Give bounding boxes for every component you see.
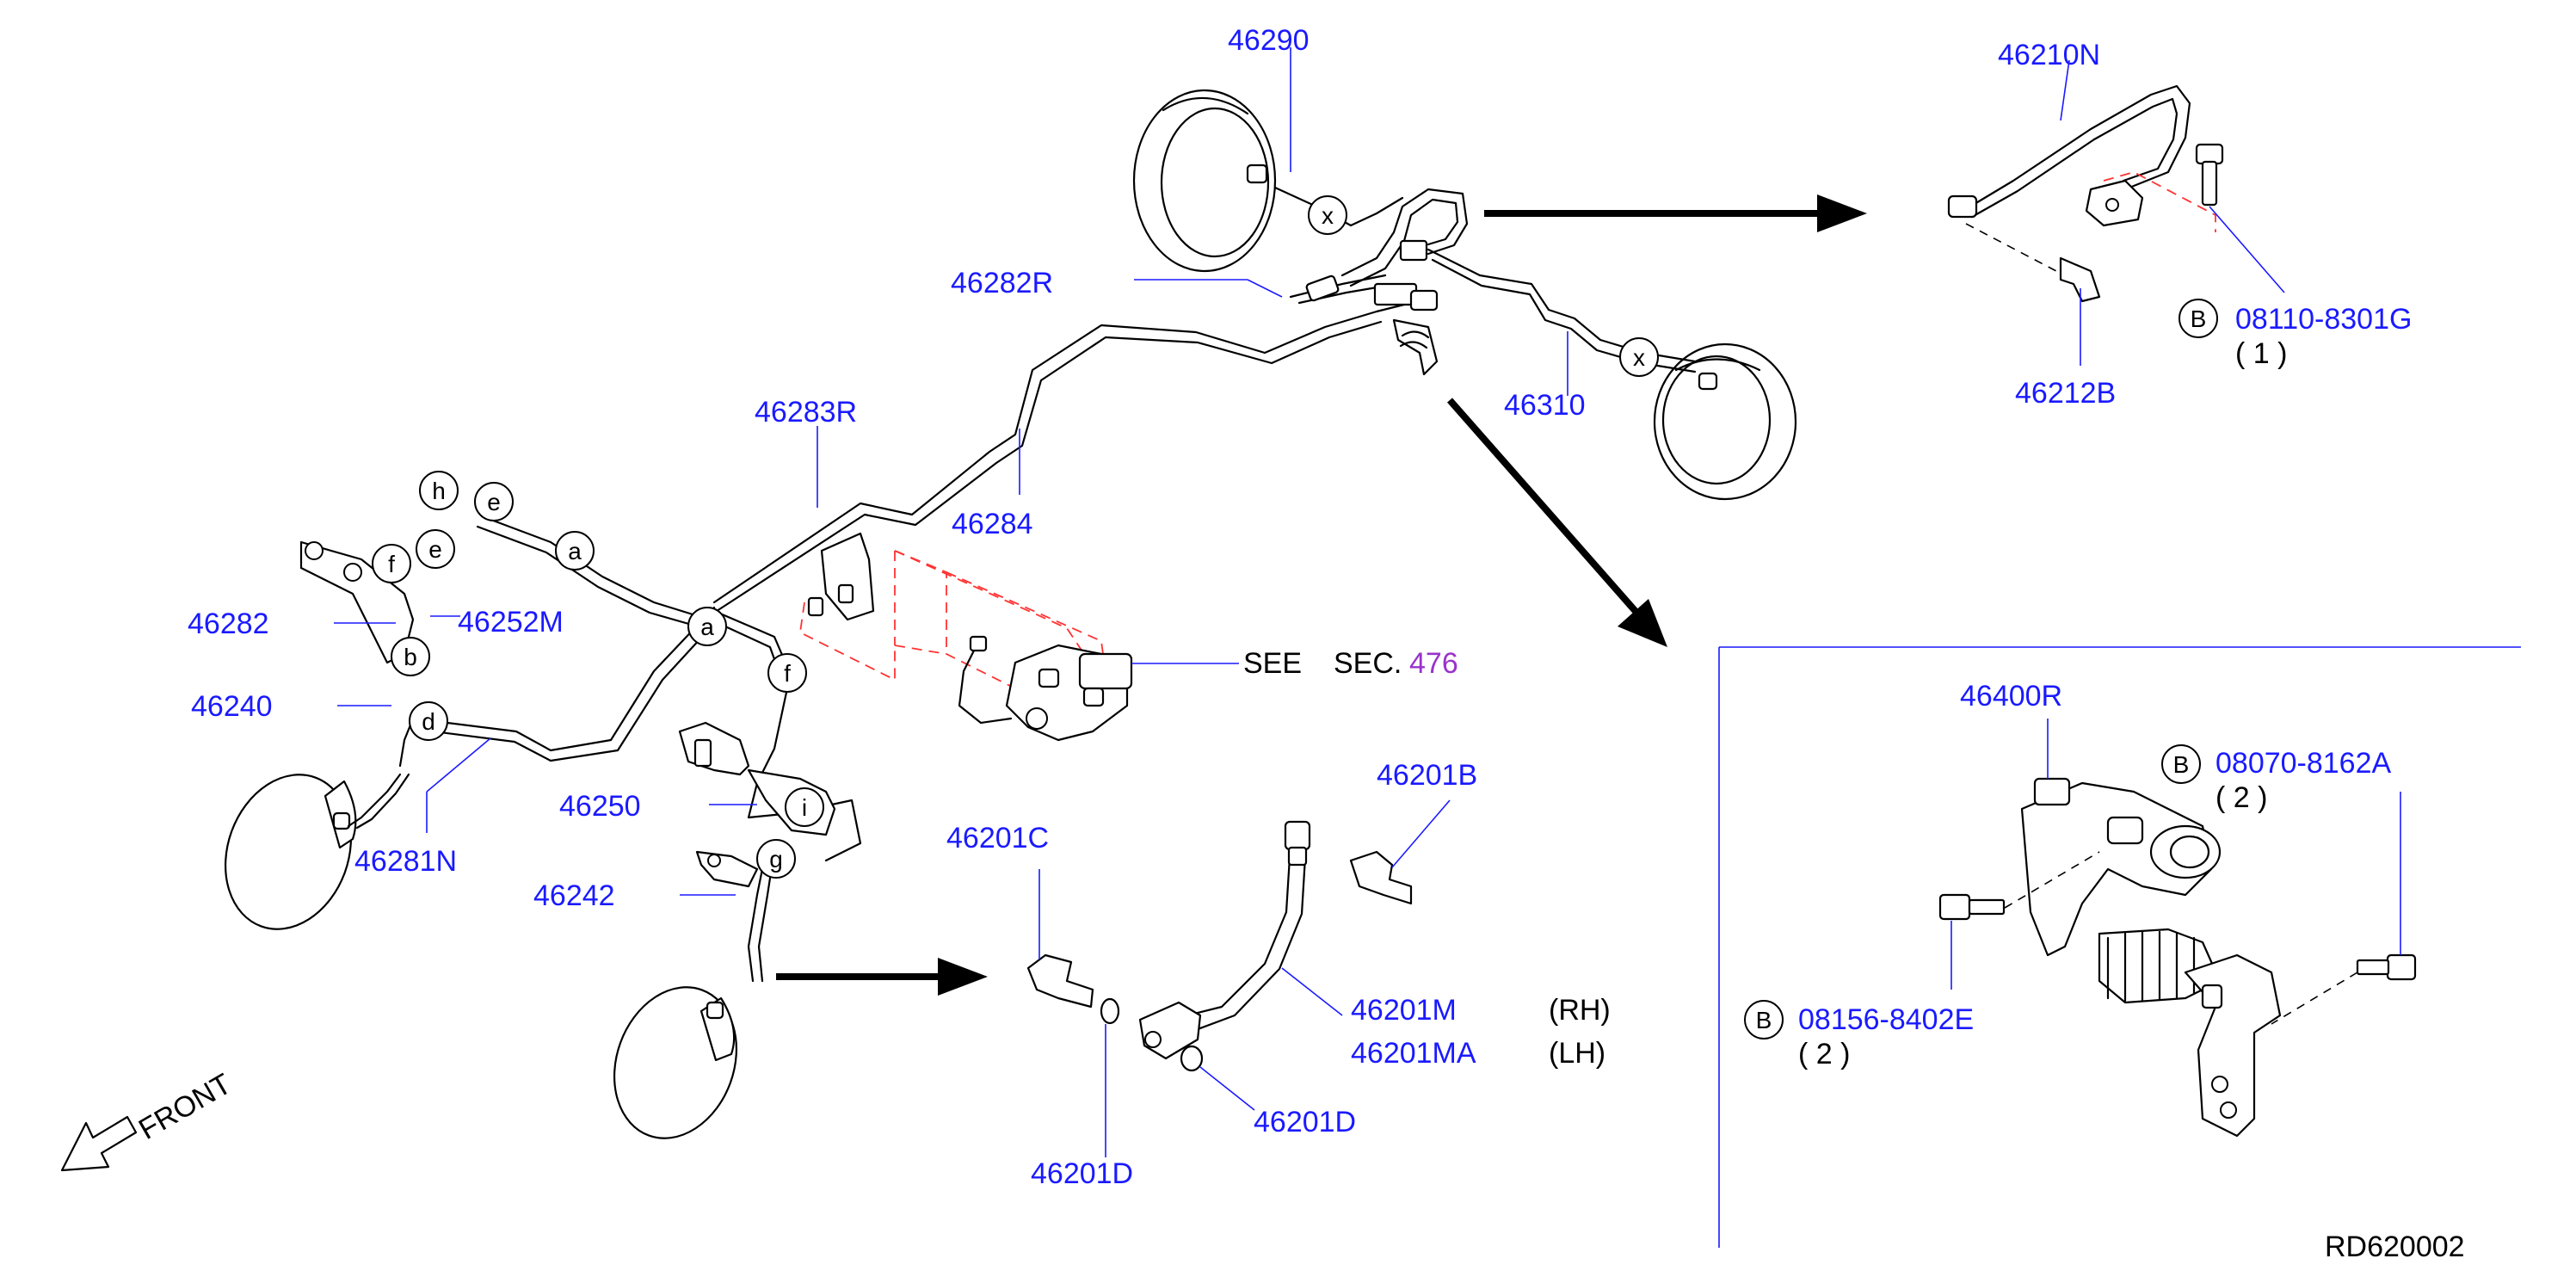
label-46310: 46310 xyxy=(1504,389,1586,422)
label-46201D-right: 46201D xyxy=(1254,1106,1356,1138)
joint-e-2: e xyxy=(416,529,455,569)
bolt-marker-08110: B xyxy=(2179,299,2218,338)
label-46250: 46250 xyxy=(559,790,641,823)
brake-tube-main xyxy=(347,301,1413,983)
qty-08110: ( 1 ) xyxy=(2235,337,2287,370)
label-front: FRONT xyxy=(133,1067,237,1145)
svg-text:d: d xyxy=(422,708,435,735)
label-rh: (RH) xyxy=(1549,994,1611,1027)
svg-text:e: e xyxy=(428,536,442,563)
joint-a-1: a xyxy=(555,531,595,571)
label-sec-476-link[interactable]: 476 xyxy=(1409,647,1458,680)
label-46210N: 46210N xyxy=(1998,39,2100,71)
joint-letters: x x h e e f a a b d f i g xyxy=(372,195,1659,879)
svg-text:a: a xyxy=(700,614,714,640)
label-46290: 46290 xyxy=(1228,24,1310,57)
joint-i: i xyxy=(785,787,824,827)
svg-text:h: h xyxy=(432,478,446,504)
diagram-code: RD620002 xyxy=(2325,1231,2465,1263)
leader-lines xyxy=(334,47,2401,1157)
joint-x-2: x xyxy=(1619,337,1659,377)
actuator-group xyxy=(799,532,1133,742)
label-46240: 46240 xyxy=(191,690,273,723)
rear-tubes xyxy=(1273,186,1697,376)
label-46212B: 46212B xyxy=(2015,377,2116,410)
label-46201C: 46201C xyxy=(946,822,1049,854)
svg-text:x: x xyxy=(1322,202,1334,229)
label-see: SEE xyxy=(1243,647,1302,680)
label-46201B: 46201B xyxy=(1377,759,1477,792)
joint-g: g xyxy=(756,839,796,879)
joint-d: d xyxy=(409,701,448,741)
qty-08070: ( 2 ) xyxy=(2215,781,2267,814)
label-sec-prefix: SEC. xyxy=(1334,647,1402,680)
label-46281N: 46281N xyxy=(354,845,457,878)
part-labels: 46290 46282R 46283R 46284 46310 46210N 4… xyxy=(133,24,2465,1263)
qty-08156: ( 2 ) xyxy=(1798,1038,1850,1070)
joint-h: h xyxy=(419,471,459,510)
label-46282R: 46282R xyxy=(951,267,1053,299)
rear-left-drum xyxy=(1132,89,1277,273)
label-08070-8162A: 08070-8162A xyxy=(2215,747,2392,780)
svg-text:e: e xyxy=(487,489,501,515)
bolt-markers: B B B xyxy=(1744,299,2218,1039)
svg-text:a: a xyxy=(568,538,582,564)
svg-text:b: b xyxy=(404,644,417,670)
bolt-08070 xyxy=(2356,953,2417,981)
label-46242: 46242 xyxy=(533,879,615,912)
joint-a-2: a xyxy=(687,607,727,646)
joint-x-1: x xyxy=(1308,195,1347,235)
svg-text:f: f xyxy=(784,660,791,687)
bolt-marker-08070: B xyxy=(2161,744,2201,784)
callout-arrows xyxy=(776,194,1867,996)
label-46201MA: 46201MA xyxy=(1351,1037,1476,1070)
joint-f-2: f xyxy=(767,653,807,693)
inset-hose-46210N xyxy=(1947,84,2224,303)
inset-assembly-46400R xyxy=(1938,777,2417,1138)
label-46252M: 46252M xyxy=(458,606,564,638)
inset-frame xyxy=(1718,646,2521,1248)
joint-f-1: f xyxy=(372,544,411,583)
svg-text:B: B xyxy=(2191,305,2207,332)
bolt-marker-08156: B xyxy=(1744,1000,1784,1039)
bracket-left xyxy=(299,540,836,888)
joint-e-1: e xyxy=(474,482,514,521)
label-46282: 46282 xyxy=(188,608,269,640)
svg-text:g: g xyxy=(769,846,783,873)
svg-text:x: x xyxy=(1633,344,1645,371)
label-46400R: 46400R xyxy=(1960,680,2062,713)
svg-text:B: B xyxy=(2173,751,2190,778)
front-direction-arrow xyxy=(60,1115,138,1172)
svg-text:B: B xyxy=(1756,1007,1772,1033)
svg-text:i: i xyxy=(802,794,807,821)
joint-b: b xyxy=(391,637,430,676)
label-46284: 46284 xyxy=(952,508,1033,540)
hose-group-46201 xyxy=(1026,820,1413,1072)
label-08156-8402E: 08156-8402E xyxy=(1798,1003,1974,1036)
front-left-rotor xyxy=(224,774,357,930)
label-lh: (LH) xyxy=(1549,1037,1605,1070)
label-46201M: 46201M xyxy=(1351,994,1457,1027)
rear-right-drum xyxy=(1653,342,1797,501)
bolt-08156 xyxy=(1938,893,2006,921)
label-46201D-bottom: 46201D xyxy=(1031,1157,1133,1190)
svg-text:f: f xyxy=(388,551,395,577)
front-right-rotor xyxy=(613,986,738,1139)
label-46283R: 46283R xyxy=(755,396,857,429)
label-08110-8301G: 08110-8301G xyxy=(2235,303,2412,336)
